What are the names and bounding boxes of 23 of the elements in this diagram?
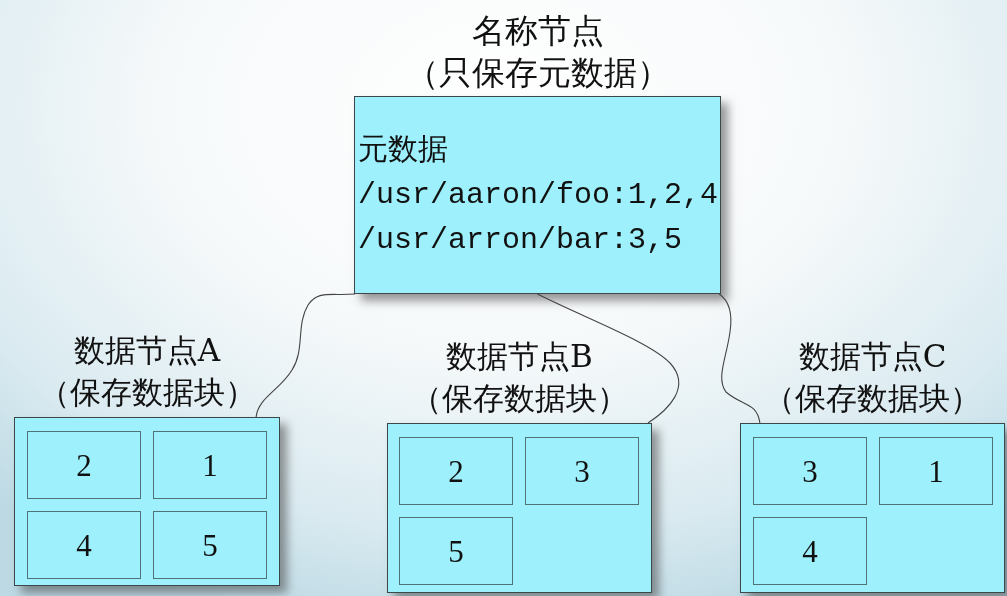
- node-subtitle: （保存数据块）: [38, 375, 256, 411]
- node-subtitle: （保存数据块）: [764, 381, 981, 417]
- metadata-heading: 元数据: [358, 134, 448, 169]
- block-cell: 2: [27, 431, 141, 499]
- block-cell: 4: [27, 511, 141, 579]
- block-cell: 1: [153, 431, 267, 499]
- block-cell: 5: [153, 511, 267, 579]
- node-title: 数据节点A: [73, 333, 221, 369]
- node-title: 名称节点: [471, 12, 604, 50]
- node-subtitle: （保存数据块）: [411, 381, 628, 417]
- block-cell: 3: [525, 437, 639, 505]
- block-cell: 4: [753, 517, 867, 585]
- block-cell: 5: [399, 517, 513, 585]
- metadata-line: /usr/arron/bar:3,5: [358, 223, 683, 258]
- metadata-line: /usr/aaron/foo:1,2,4: [358, 178, 719, 213]
- block-cell: 1: [879, 437, 993, 505]
- node-title: 数据节点C: [798, 339, 947, 375]
- node-subtitle: （只保存元数据）: [405, 54, 670, 92]
- block-cell: 3: [753, 437, 867, 505]
- connector-line: [255, 293, 356, 418]
- connector-line: [718, 293, 761, 424]
- block-cell: 2: [399, 437, 513, 505]
- node-title: 数据节点B: [446, 339, 593, 375]
